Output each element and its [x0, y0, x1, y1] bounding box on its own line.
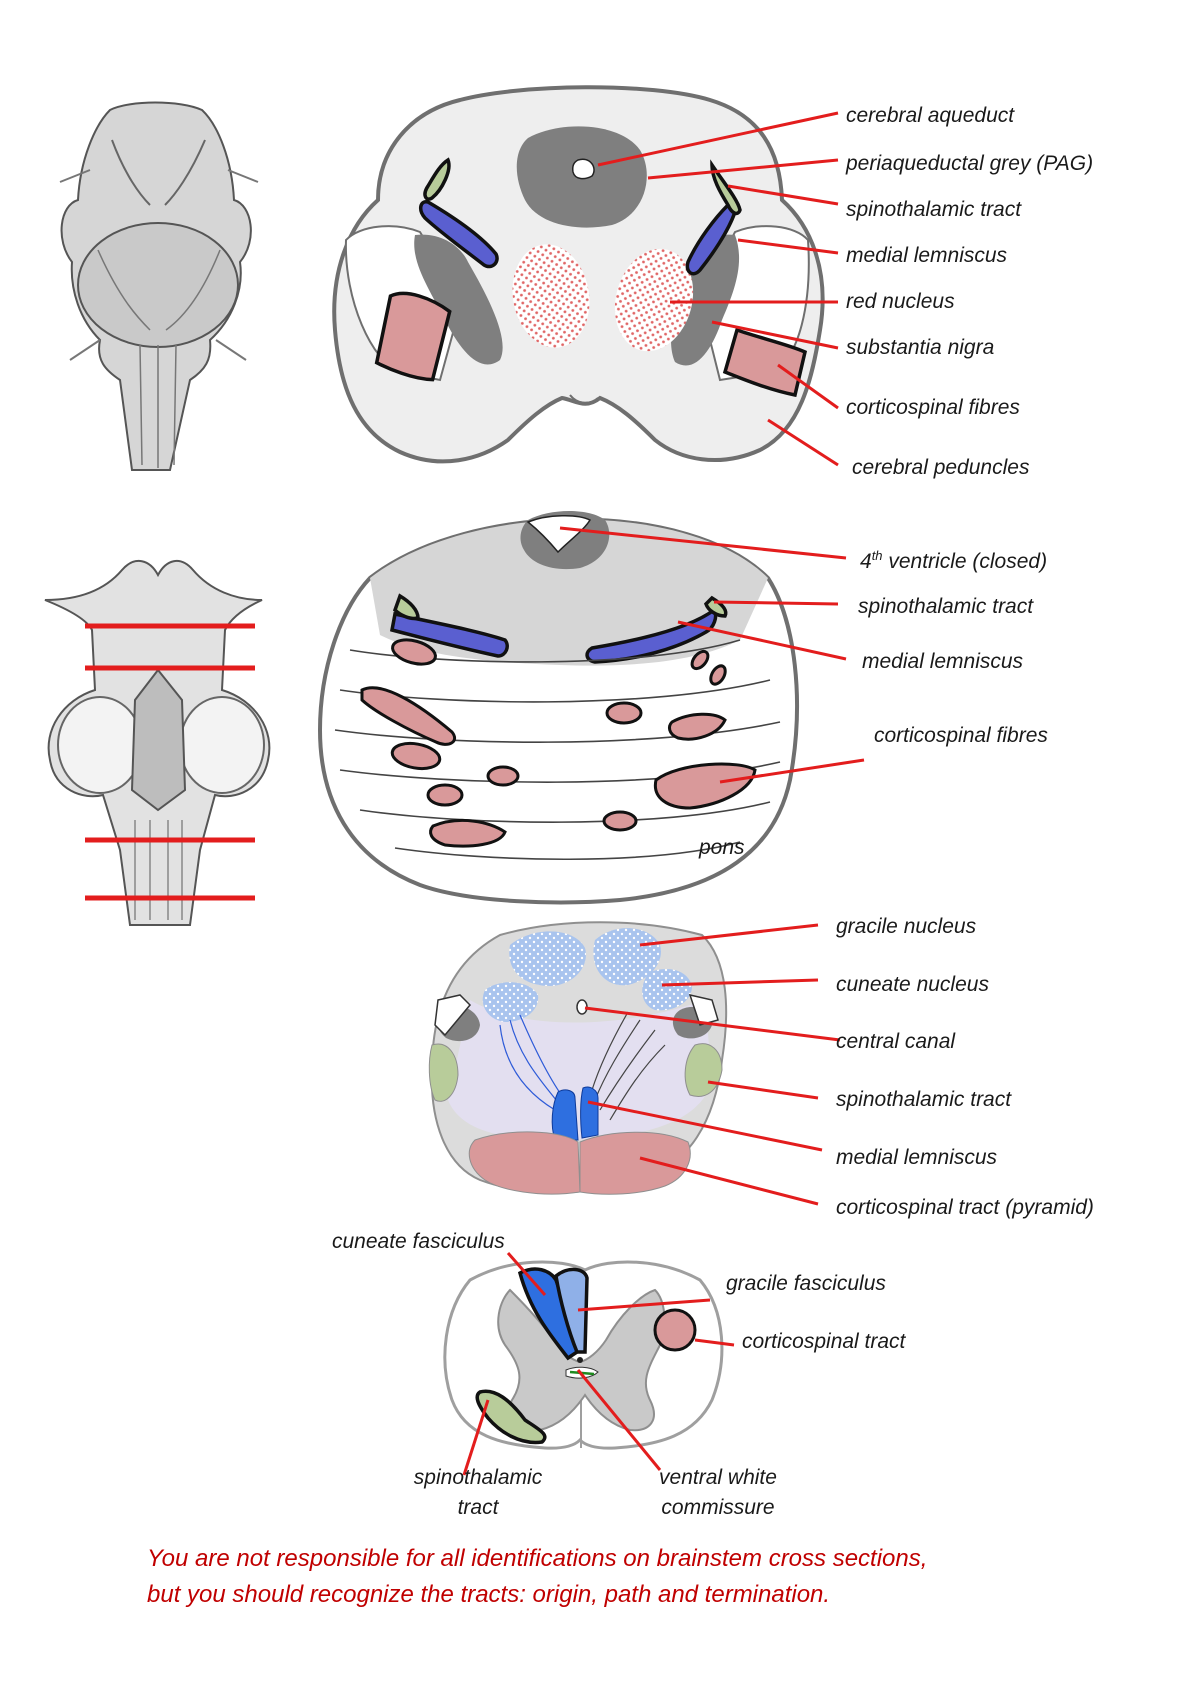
label-red-nucleus: red nucleus	[846, 290, 955, 313]
spinothalamic-pons-right	[703, 595, 728, 618]
label-cerebral-peduncles: cerebral peduncles	[852, 456, 1030, 479]
cuneate-nucleus-right	[642, 968, 692, 1011]
cerebral-aqueduct	[572, 158, 595, 180]
label-cuneate-fasciculus: cuneate fasciculus	[332, 1230, 505, 1253]
medullary-tegmentum	[448, 1000, 712, 1140]
red-nucleus-right	[614, 248, 694, 352]
gracile-nucleus-right	[593, 928, 661, 986]
spinothalamic-pons-left	[392, 593, 420, 621]
cst-bundle	[602, 810, 638, 832]
footnote: You are not responsible for all identifi…	[147, 1545, 927, 1608]
spinal-labels: cuneate fasciculus gracile fasciculus co…	[332, 1230, 907, 1519]
label-corticospinal-spinal: corticospinal tract	[742, 1330, 907, 1353]
label-gracile-fasciculus: gracile fasciculus	[726, 1272, 886, 1295]
medial-lemniscus-medulla-right	[580, 1086, 599, 1139]
cst-bundle	[653, 762, 757, 810]
substantia-nigra-right	[671, 234, 740, 366]
label-periaqueductal-grey: periaqueductal grey (PAG)	[845, 152, 1093, 175]
red-nucleus-left	[512, 244, 590, 348]
white-notch-left	[434, 994, 472, 1037]
pons-leaders	[559, 526, 865, 784]
midbrain-section	[332, 85, 825, 464]
label-pons: pons	[698, 836, 745, 859]
cst-bundle	[605, 701, 643, 725]
label-vwc-1: ventral white	[659, 1466, 777, 1489]
cst-bundle	[360, 686, 457, 746]
cst-bundle	[486, 765, 520, 787]
gracile-fasciculus	[554, 1267, 589, 1354]
white-notch-right	[688, 993, 719, 1026]
corticospinal-right	[722, 327, 808, 398]
label-corticospinal-midbrain: corticospinal fibres	[846, 396, 1020, 419]
label-spinothalamic-spinal-1: spinothalamic	[414, 1466, 543, 1489]
label-corticospinal-pons: corticospinal fibres	[874, 724, 1048, 747]
footnote-line-2: but you should recognize the tracts: ori…	[147, 1581, 830, 1608]
cst-bundle	[429, 818, 507, 848]
corticospinal-bundles-pons	[360, 638, 757, 848]
label-cerebral-aqueduct: cerebral aqueduct	[846, 104, 1015, 127]
spinal-leaders	[462, 1252, 735, 1476]
pons-labels: 4th ventricle (closed) spinothalamic tra…	[698, 548, 1048, 859]
label-spinothalamic-spinal-2: tract	[458, 1496, 500, 1519]
medial-lemniscus-pons-left	[389, 611, 509, 658]
footnote-line-1: You are not responsible for all identifi…	[147, 1545, 927, 1572]
medial-lemniscus-medulla-left	[551, 1089, 579, 1141]
medial-lemniscus-left	[419, 200, 499, 269]
pyramid-right	[579, 1131, 691, 1195]
label-medial-lemniscus-medulla: medial lemniscus	[836, 1146, 998, 1169]
label-substantia-nigra: substantia nigra	[846, 336, 994, 359]
spinothalamic-medulla-left	[428, 1043, 459, 1102]
spinothalamic-right	[710, 159, 742, 216]
label-pyramid: corticospinal tract (pyramid)	[836, 1196, 1094, 1219]
medulla-leaders	[584, 923, 841, 1206]
spinal-cord-section	[443, 1260, 724, 1450]
label-vwc-2: commissure	[661, 1496, 774, 1519]
cst-bundle	[709, 664, 727, 686]
midbrain-leaders	[597, 111, 839, 467]
dorsal-brainstem-illustration	[44, 560, 271, 926]
fourth-ventricle	[526, 514, 592, 554]
spinothalamic-left	[423, 157, 451, 201]
medulla-labels: gracile nucleus cuneate nucleus central …	[836, 915, 1094, 1219]
label-spinothalamic-pons: spinothalamic tract	[858, 595, 1034, 618]
arcuate-fibres-dark	[591, 1011, 666, 1121]
cst-bundle	[391, 638, 437, 666]
label-spinothalamic-medulla: spinothalamic tract	[836, 1088, 1012, 1111]
pons-section	[317, 511, 799, 905]
medulla-section	[428, 921, 728, 1195]
corticospinal-spinal	[653, 1308, 697, 1352]
pyramid-left	[468, 1131, 581, 1195]
label-fourth-ventricle: 4th ventricle (closed)	[860, 548, 1047, 573]
cst-bundle	[426, 783, 464, 807]
label-central-canal: central canal	[836, 1030, 956, 1053]
gracile-nucleus-left	[509, 931, 586, 986]
corticospinal-left	[374, 291, 452, 382]
cst-bundle	[690, 649, 710, 671]
central-canal-spinal	[577, 1357, 583, 1363]
label-gracile-nucleus: gracile nucleus	[836, 915, 977, 938]
cuneate-nucleus-left	[482, 982, 539, 1022]
label-medial-lemniscus-pons: medial lemniscus	[862, 650, 1024, 673]
substantia-nigra-left	[414, 234, 503, 365]
midbrain-labels: cerebral aqueduct periaqueductal grey (P…	[845, 104, 1093, 479]
label-cuneate-nucleus: cuneate nucleus	[836, 973, 989, 996]
cst-bundle	[668, 712, 727, 741]
label-medial-lemniscus-midbrain: medial lemniscus	[846, 244, 1008, 267]
cuneate-fasciculus	[517, 1267, 583, 1361]
spinothalamic-spinal	[475, 1389, 547, 1445]
cst-bundle	[390, 741, 442, 771]
label-spinothalamic-midbrain: spinothalamic tract	[846, 198, 1022, 221]
ventral-brainstem-illustration	[59, 101, 259, 471]
